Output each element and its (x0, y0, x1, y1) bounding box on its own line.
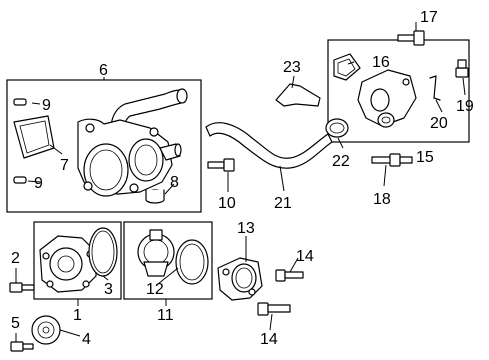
stud-bolt (371, 153, 413, 167)
callout-16: 16 (372, 54, 390, 71)
hose-clamp (325, 118, 349, 138)
coolant-outlet (217, 257, 263, 301)
hose-bracket-bolt (207, 158, 235, 172)
dowel-pin-upper (13, 98, 27, 106)
thermostat-seal (175, 239, 209, 285)
pump-o-ring (88, 227, 118, 277)
outlet-housing (357, 69, 417, 128)
hose-bracket (275, 83, 321, 107)
outlet-bolt-upper (275, 269, 304, 282)
retaining-clip (429, 75, 441, 101)
callout-14-upper: 14 (296, 248, 314, 265)
callout-5: 5 (11, 315, 20, 332)
callout-3: 3 (104, 281, 113, 298)
callout-14-lower: 14 (260, 331, 278, 348)
housing-bolt (397, 30, 425, 46)
callout-10: 10 (218, 195, 236, 212)
pulley-bolt (10, 341, 34, 352)
callout-13: 13 (237, 220, 255, 237)
callout-numbers: 6 9 7 9 8 10 21 23 22 18 16 17 20 19 15 … (11, 9, 474, 348)
callout-12: 12 (146, 281, 164, 298)
callout-9-lower: 9 (34, 175, 43, 192)
callout-17: 17 (420, 9, 438, 26)
leader-lines (15, 22, 466, 342)
temperature-sensor (455, 59, 469, 78)
callout-20: 20 (430, 115, 448, 132)
callout-9-upper: 9 (42, 97, 51, 114)
callout-19: 19 (456, 98, 474, 115)
callout-4: 4 (82, 331, 91, 348)
coolant-hose (205, 122, 333, 169)
callout-22: 22 (332, 153, 350, 170)
callout-23: 23 (283, 59, 301, 76)
dowel-pin-lower (13, 176, 27, 184)
group-box-thermostat (123, 221, 213, 300)
callout-21: 21 (274, 195, 292, 212)
housing-plug (145, 189, 165, 204)
callout-6: 6 (99, 62, 108, 79)
housing-gasket (13, 115, 55, 159)
pump-bolt (9, 282, 35, 293)
callout-15: 15 (416, 149, 434, 166)
callout-11: 11 (157, 307, 174, 324)
callout-1: 1 (73, 307, 82, 324)
callout-18: 18 (373, 191, 391, 208)
water-pump (39, 235, 97, 293)
thermostat (137, 229, 175, 277)
thermostat-housing (77, 88, 188, 197)
outlet-bolt-lower (257, 302, 291, 316)
outlet-housing-gasket (333, 53, 361, 81)
callout-8: 8 (170, 174, 179, 191)
callout-7: 7 (60, 157, 69, 174)
callout-2: 2 (11, 250, 20, 267)
pump-pulley (31, 315, 61, 345)
